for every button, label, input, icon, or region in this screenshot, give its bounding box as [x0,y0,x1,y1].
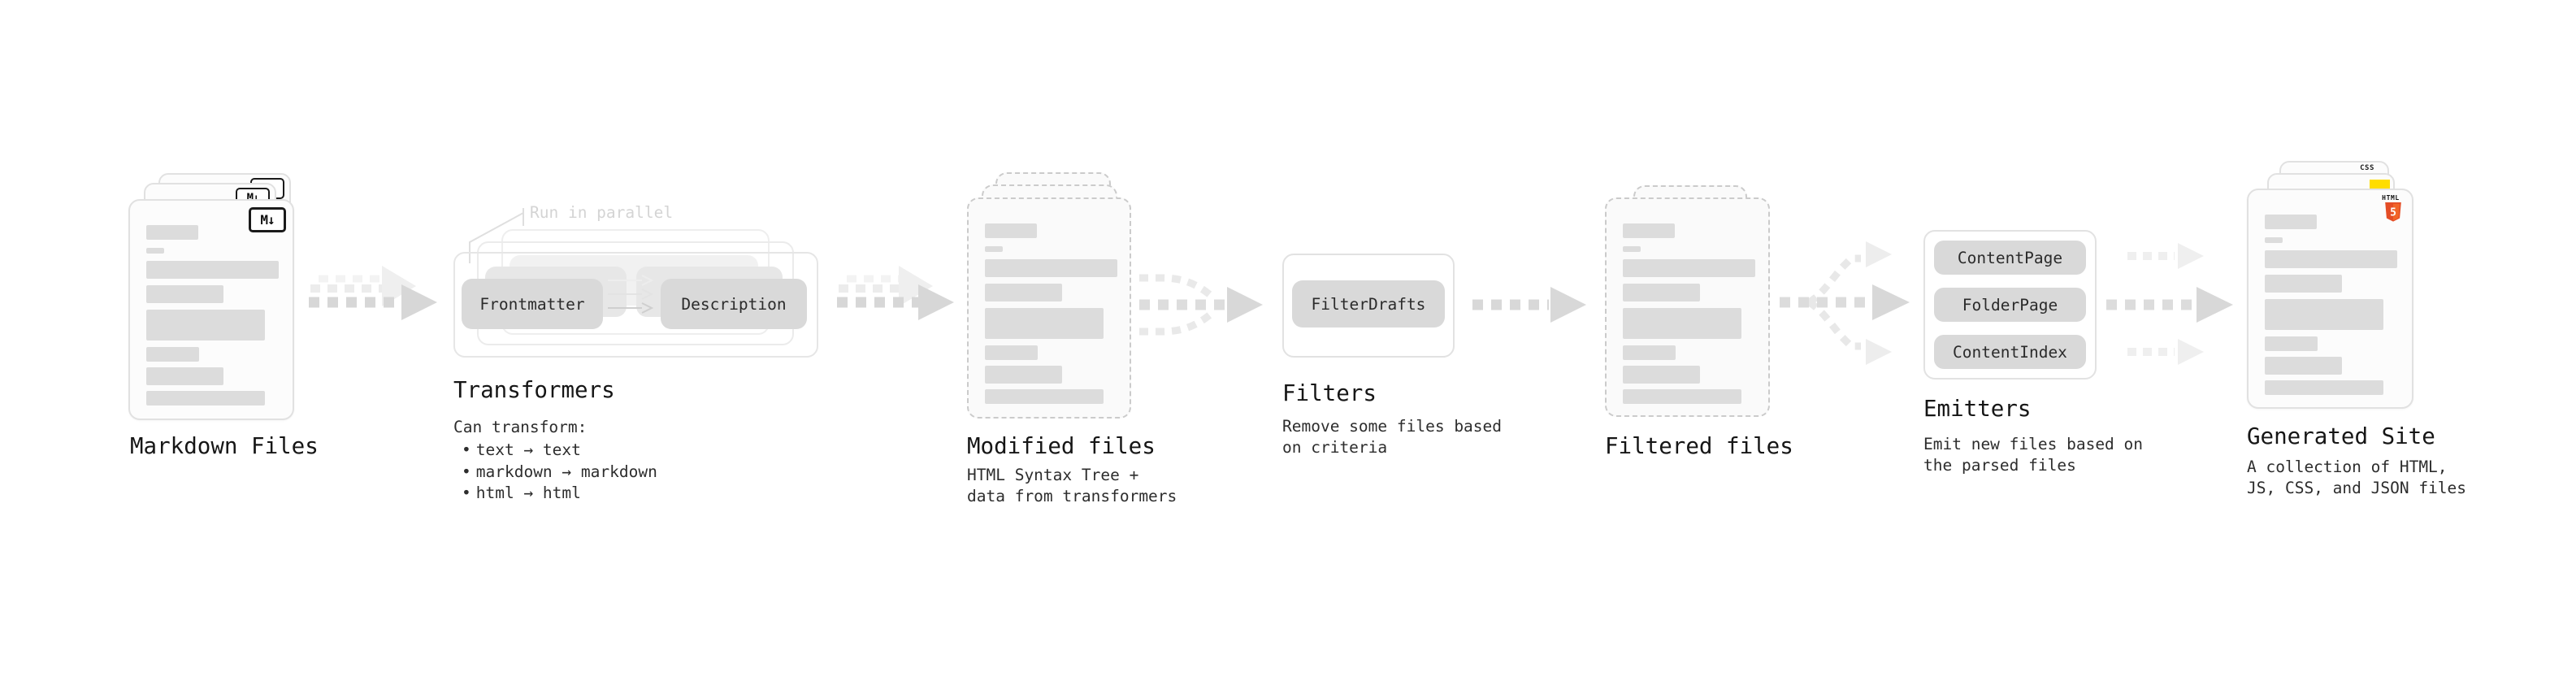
skeleton-bar [146,310,265,340]
skeleton-bar [2265,275,2342,293]
transformers-title: Transformers [453,377,615,403]
contentindex-pill: ContentIndex [1934,335,2086,369]
skeleton-bar [2265,357,2342,375]
filterdrafts-pill: FilterDrafts [1292,280,1445,327]
parallel-leader-line-icon [469,208,524,263]
contentpage-pill-label: ContentPage [1957,248,2063,267]
arrow-filtered-to-emitters-icon [1780,241,1910,365]
skeleton-bar [985,259,1117,277]
arrow-emitters-to-generated-icon [2106,243,2233,365]
skeleton-bar [985,389,1104,404]
transformers-bullet-list: •text → text •markdown → markdown •html … [453,440,657,505]
description-pill-label: Description [681,294,787,314]
generated-site-title: Generated Site [2247,423,2435,449]
skeleton-bar [1623,345,1676,360]
skeleton-bar [2265,215,2317,229]
skeleton-bar [985,223,1037,238]
html5-shield-icon: 5 [2385,202,2401,222]
skeleton-bar [146,248,164,254]
skeleton-bar [2265,299,2383,330]
filters-title: Filters [1282,380,1377,406]
skeleton-bar [985,246,1003,252]
skeleton-bar [1623,246,1641,252]
skeleton-bar [1623,223,1675,238]
filtered-files-title: Filtered files [1605,433,1793,459]
modified-file-card-front [967,197,1131,419]
emitters-caption: Emit new files based on the parsed files [1923,435,2144,475]
generated-site-caption: A collection of HTML, JS, CSS, and JSON … [2247,458,2467,497]
skeleton-bar [2265,380,2383,395]
bullet-char: • [462,462,471,481]
bullet-char: • [462,440,471,459]
skeleton-bar [1623,259,1755,277]
skeleton-bar [146,261,279,279]
skeleton-bar [985,308,1104,339]
css-icon-label: CSS [2360,164,2374,172]
emitters-title: Emitters [1923,396,2032,422]
contentindex-pill-label: ContentIndex [1953,342,2067,362]
transformers-caption-heading: Can transform: [453,418,588,436]
html-file-card-front: HTML 5 [2247,189,2413,409]
markdown-files-title: Markdown Files [130,433,319,459]
skeleton-bar [2265,336,2318,351]
run-in-parallel-note: Run in parallel [530,203,674,222]
pill-flow-arrows-icon [608,275,654,314]
skeleton-bar [1623,389,1741,404]
folderpage-pill: FolderPage [1934,288,2086,322]
arrow-modified-to-filters-icon [1139,274,1263,336]
bullet-text: html → html [475,484,581,502]
contentpage-pill: ContentPage [1934,241,2086,275]
filterdrafts-pill-label: FilterDrafts [1311,294,1426,314]
filters-caption: Remove some files based on criteria [1282,417,1503,457]
skeleton-bar [2265,250,2397,268]
skeleton-bar [985,284,1062,301]
skeleton-bar [985,366,1062,384]
html5-shield-number: 5 [2390,207,2396,219]
html5-icon: HTML 5 [2379,194,2402,224]
skeleton-bar [2265,237,2283,243]
skeleton-bar [146,347,199,362]
modified-files-title: Modified files [967,433,1156,459]
list-item: •markdown → markdown [453,462,657,484]
transformer-box-front [453,252,818,358]
frontmatter-pill: Frontmatter [462,279,603,329]
skeleton-bar [146,391,265,406]
frontmatter-pill-label: Frontmatter [479,294,585,314]
description-pill: Description [661,279,807,329]
skeleton-bar [1623,308,1741,339]
bullet-text: text → text [475,440,581,459]
markdown-file-card-front: M↓ [128,199,294,420]
modified-files-caption: HTML Syntax Tree + data from transformer… [967,466,1177,505]
js-icon [2370,180,2390,189]
list-item: •html → html [453,483,657,505]
markdown-icon: M↓ [249,207,286,232]
skeleton-bar [985,345,1038,360]
html5-icon-label: HTML [2382,194,2400,202]
skeleton-bar [146,367,223,385]
bullet-char: • [462,484,471,502]
skeleton-bar [1623,284,1700,301]
arrow-filters-to-filtered-icon [1472,287,1586,323]
bullet-text: markdown → markdown [475,462,657,481]
skeleton-bar [146,285,223,303]
folderpage-pill-label: FolderPage [1962,295,2058,314]
list-item: •text → text [453,440,657,462]
markdown-icon-label: M↓ [260,212,275,228]
skeleton-bar [146,225,198,240]
arrow-markdown-to-transformers-icon [309,266,437,320]
arrow-transformers-to-modified-icon [837,266,954,320]
skeleton-bar [1623,366,1700,384]
filtered-file-card-front [1605,197,1770,417]
